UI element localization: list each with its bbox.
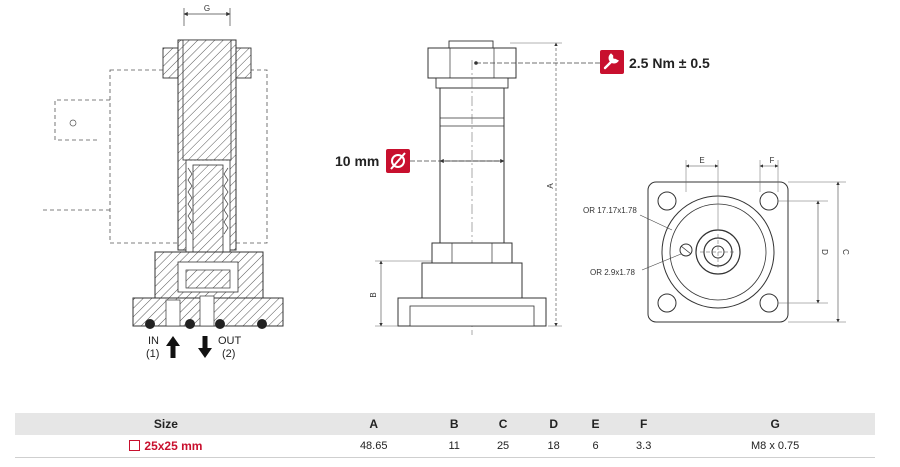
diameter-value: 10 mm — [335, 153, 379, 169]
top-view: E F D C OR 17.17x1.78 OR 2.9x1.78 — [583, 156, 850, 323]
cell-c: 25 — [477, 435, 529, 458]
table-header-row: Size A B C D E F G — [15, 413, 875, 435]
arrow-down-icon — [198, 336, 212, 358]
checkbox-icon[interactable] — [129, 440, 141, 451]
port-out-number: (2) — [222, 348, 235, 360]
dim-d-label: D — [820, 249, 829, 255]
header-d: D — [528, 413, 579, 435]
technical-drawing: G IN (1) OUT (2 — [40, 4, 850, 360]
section-view: G IN (1) OUT (2 — [40, 4, 284, 360]
cell-a: 48.65 — [316, 435, 431, 458]
torque-value: 2.5 Nm ± 0.5 — [629, 55, 710, 71]
oring-large-label: OR 17.17x1.78 — [583, 206, 637, 215]
cell-b: 11 — [430, 435, 478, 458]
cell-f: 3.3 — [612, 435, 676, 458]
header-g: G — [675, 413, 875, 435]
port-in-number: (1) — [146, 348, 159, 360]
oring-small-label: OR 2.9x1.78 — [590, 268, 635, 277]
cell-d: 18 — [528, 435, 579, 458]
dim-c-label: C — [841, 249, 850, 255]
cell-size-text: 25x25 mm — [144, 439, 203, 453]
cell-size: 25x25 mm — [15, 435, 317, 458]
cell-g: M8 x 0.75 — [675, 435, 875, 458]
cell-e: 6 — [578, 435, 613, 458]
dim-e-label: E — [699, 156, 704, 165]
arrow-up-icon — [166, 336, 180, 358]
header-b: B — [430, 413, 478, 435]
dim-f-label: F — [770, 156, 775, 165]
header-size: Size — [15, 413, 317, 435]
spec-table: Size A B C D E F G 25x25 mm 48.65 11 25 … — [15, 413, 875, 458]
header-a: A — [316, 413, 431, 435]
header-f: F — [612, 413, 676, 435]
dim-a-label: A — [546, 183, 555, 189]
header-c: C — [477, 413, 529, 435]
port-out-label: OUT — [218, 335, 242, 347]
table-row: 25x25 mm 48.65 11 25 18 6 3.3 M8 x 0.75 — [15, 435, 875, 458]
header-e: E — [578, 413, 613, 435]
side-view: A B 2.5 Nm ± 0.5 10 mm — [335, 40, 710, 335]
port-in-label: IN — [148, 335, 159, 347]
dim-b-label: B — [369, 292, 378, 297]
dim-g-label: G — [204, 4, 210, 13]
